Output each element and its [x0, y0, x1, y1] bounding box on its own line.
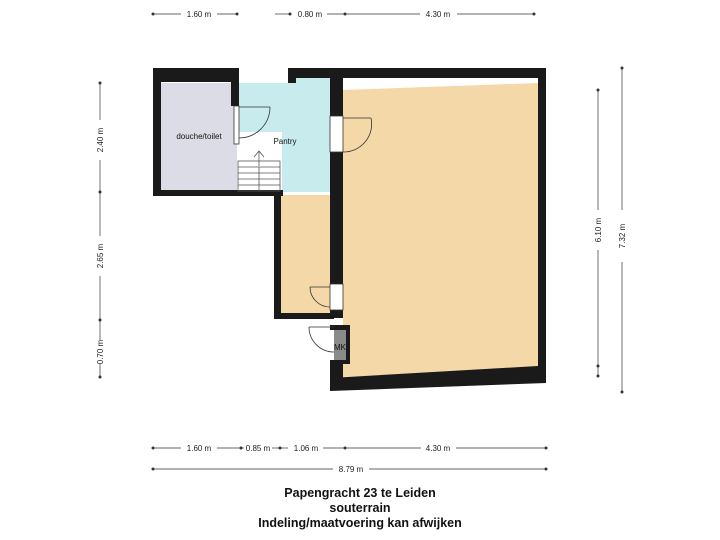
mk-box: [334, 330, 346, 360]
dim-top-3: 4.30 m: [426, 10, 451, 19]
dim-top-2: 0.80 m: [298, 10, 323, 19]
dim-left-1: 2.40 m: [96, 127, 105, 152]
dim-right-inner: 6.10 m: [594, 217, 603, 242]
main-room: [343, 83, 538, 377]
pantry-label: Pantry: [273, 137, 296, 146]
doors: [233, 105, 372, 353]
stairs: [237, 150, 281, 192]
dim-bottom-4: 4.30 m: [426, 444, 451, 453]
dim-right-outer: 7.32 m: [618, 223, 627, 248]
dimension-lines-bottom: [153, 447, 546, 470]
dim-total: 8.79 m: [339, 465, 364, 474]
dim-left-2: 2.65 m: [96, 243, 105, 268]
dim-bottom-3: 1.06 m: [294, 444, 319, 453]
dimension-lines-right: [597, 68, 623, 392]
douche-toilet-room: [161, 83, 237, 192]
walls: [153, 68, 546, 390]
caption-title: Papengracht 23 te Leiden: [284, 486, 436, 500]
caption-floor: souterrain: [329, 501, 391, 515]
bottom-wall: [330, 366, 546, 391]
dim-bottom-1: 1.60 m: [187, 444, 212, 453]
douche-toilet-label: douche/toilet: [176, 132, 222, 141]
dim-top-1: 1.60 m: [187, 10, 212, 19]
mk-label: MK: [334, 343, 347, 352]
stair-area: [237, 132, 282, 192]
pantry-room: [237, 78, 330, 192]
dim-left-3: 0.70 m: [96, 339, 105, 364]
hall-room: [281, 195, 330, 313]
caption-disclaimer: Indeling/maatvoering kan afwijken: [258, 516, 462, 530]
dim-bottom-2: 0.85 m: [246, 444, 271, 453]
